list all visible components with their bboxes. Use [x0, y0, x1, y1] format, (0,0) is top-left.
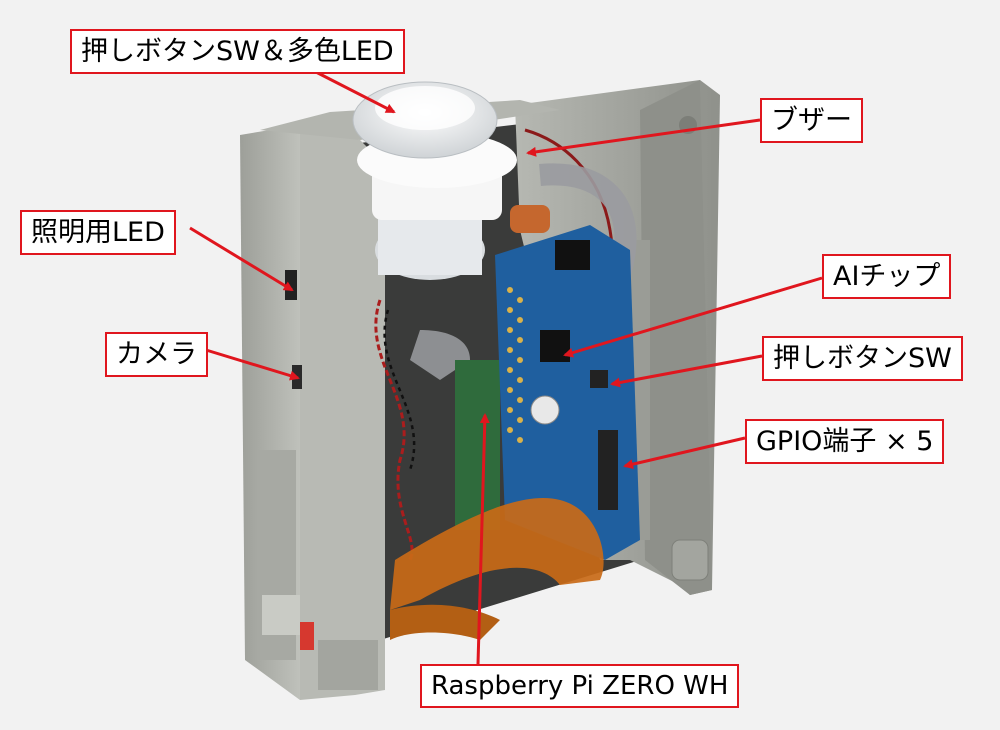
arcade-button	[352, 81, 517, 280]
rpi-board-edge	[455, 360, 500, 530]
label-lighting-led: 照明用LED	[20, 210, 176, 255]
annotation-arrows	[189, 68, 823, 665]
camera-flex-cable	[390, 498, 604, 610]
arrow-button-led	[311, 68, 396, 114]
label-raspberry-pi: Raspberry Pi ZERO WH	[420, 664, 740, 708]
label-buzzer: ブザー	[760, 98, 863, 143]
arrow-ai-chip	[563, 276, 823, 358]
gpio-pins	[598, 430, 618, 510]
arrow-camera	[205, 348, 300, 381]
arrow-rpi	[476, 413, 490, 665]
lighting-led	[285, 270, 297, 300]
arrow-push-sw	[610, 354, 763, 388]
buzzer-capacitor	[510, 205, 550, 233]
label-camera: カメラ	[105, 332, 208, 377]
arrow-light-led	[189, 226, 294, 292]
arrow-buzzer	[526, 118, 761, 157]
arrow-gpio	[623, 436, 746, 470]
label-button-led: 押しボタンSW＆多色LED	[70, 29, 405, 74]
label-gpio: GPIO端子 × 5	[745, 419, 945, 464]
label-push-switch: 押しボタンSW	[762, 336, 963, 381]
push-switch	[590, 370, 608, 388]
label-ai-chip: AIチップ	[822, 254, 952, 299]
case-left-panel	[240, 125, 385, 700]
aiy-vision-board	[495, 205, 640, 560]
ai-chip	[540, 330, 570, 362]
